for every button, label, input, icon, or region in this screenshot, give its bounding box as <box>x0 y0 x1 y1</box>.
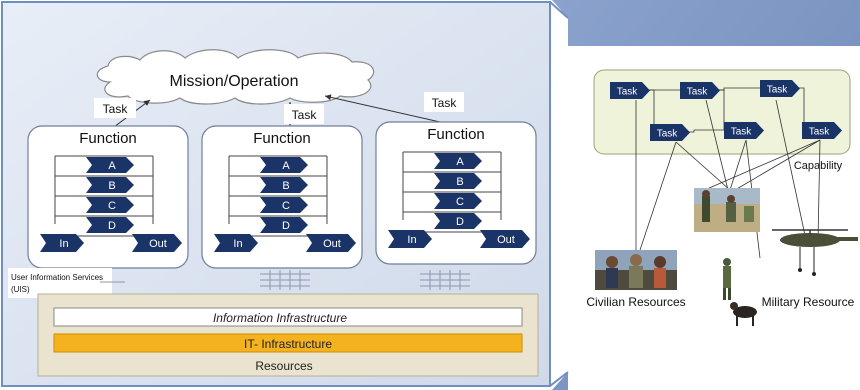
step-chevron <box>86 177 134 193</box>
task-link <box>688 129 724 133</box>
step-chevron <box>434 213 482 229</box>
capability-task-label: Task <box>809 127 831 138</box>
step-chevron <box>86 197 134 213</box>
out-label: Out <box>323 238 341 250</box>
task-box-1 <box>94 98 136 118</box>
step-label: A <box>282 160 290 172</box>
step-label: B <box>282 180 289 192</box>
in-label: In <box>407 234 416 246</box>
uis-label-box <box>8 268 112 298</box>
mission-label: Mission/Operation <box>170 73 299 90</box>
out-chevron <box>306 234 356 252</box>
step-chevron <box>260 217 308 233</box>
step-chevron <box>434 153 482 169</box>
helicopter-icon <box>772 229 858 276</box>
task-label-1: Task <box>103 102 129 116</box>
function-title: Function <box>253 130 311 147</box>
in-chevron <box>40 234 84 252</box>
step-label: B <box>456 176 463 188</box>
mission-cloud <box>96 49 375 105</box>
out-label: Out <box>497 234 515 246</box>
capability-task-label: Task <box>657 129 679 140</box>
task-label-2: Task <box>292 108 318 122</box>
step-label: D <box>456 216 464 228</box>
in-chevron <box>214 234 258 252</box>
step-chevron <box>434 193 482 209</box>
step-chevron <box>86 157 134 173</box>
in-chevron <box>388 230 432 248</box>
capability-task-label: Task <box>617 87 639 98</box>
panel-edge-bottom <box>549 371 569 387</box>
resource-links <box>635 99 821 259</box>
capability-label-box <box>788 156 848 174</box>
out-chevron <box>132 234 182 252</box>
step-chevron <box>86 217 134 233</box>
panel-edge-top <box>549 1 569 19</box>
out-chevron <box>480 230 530 248</box>
step-label: D <box>108 220 116 232</box>
capability-task-chevron <box>680 82 720 99</box>
it-infrastructure-label: IT- Infrastructure <box>244 337 332 351</box>
it-infrastructure-bar <box>53 333 523 353</box>
soldiers-photo <box>694 188 760 232</box>
information-infrastructure-label: Information Infrastructure <box>213 311 347 325</box>
capability-task-chevron <box>760 80 800 97</box>
capability-task-label: Task <box>731 127 753 138</box>
task-box-2 <box>284 104 324 124</box>
step-chevron <box>434 173 482 189</box>
connector-ticks <box>100 270 470 290</box>
uis-label-line1: User Information Services <box>11 273 103 282</box>
capability-task-chevron <box>650 124 690 141</box>
military-resource-label: Military Resource <box>762 295 855 309</box>
function-title: Function <box>79 130 137 147</box>
in-label: In <box>59 238 68 250</box>
step-chevron <box>260 177 308 193</box>
function-title: Function <box>427 126 485 143</box>
out-label: Out <box>149 238 167 250</box>
capability-label: Capability <box>794 160 843 172</box>
capability-task-chevron <box>802 122 842 139</box>
resources-label: Resources <box>255 359 312 373</box>
in-label: In <box>233 238 242 250</box>
step-label: D <box>282 220 290 232</box>
information-infrastructure-bar <box>53 307 523 327</box>
step-label: A <box>456 156 464 168</box>
uis-label-line2: (UIS) <box>11 285 30 294</box>
task-arrow-3 <box>324 94 441 123</box>
step-label: C <box>108 200 116 212</box>
task-link <box>718 87 760 91</box>
civilian-resources-label: Civilian Resources <box>586 295 685 309</box>
step-chevron <box>260 197 308 213</box>
step-label: C <box>282 200 290 212</box>
step-chevron <box>260 157 308 173</box>
step-label: C <box>456 196 464 208</box>
capability-task-label: Task <box>687 87 709 98</box>
soldier-with-dog-icon <box>723 258 757 326</box>
step-label: B <box>108 180 115 192</box>
capability-task-chevron <box>724 122 764 139</box>
capability-task-chevron <box>610 82 650 99</box>
task-label-3: Task <box>432 96 458 110</box>
step-label: A <box>108 160 116 172</box>
civilian-photo <box>595 250 677 290</box>
task-box-3 <box>424 92 464 112</box>
capability-task-label: Task <box>767 85 789 96</box>
